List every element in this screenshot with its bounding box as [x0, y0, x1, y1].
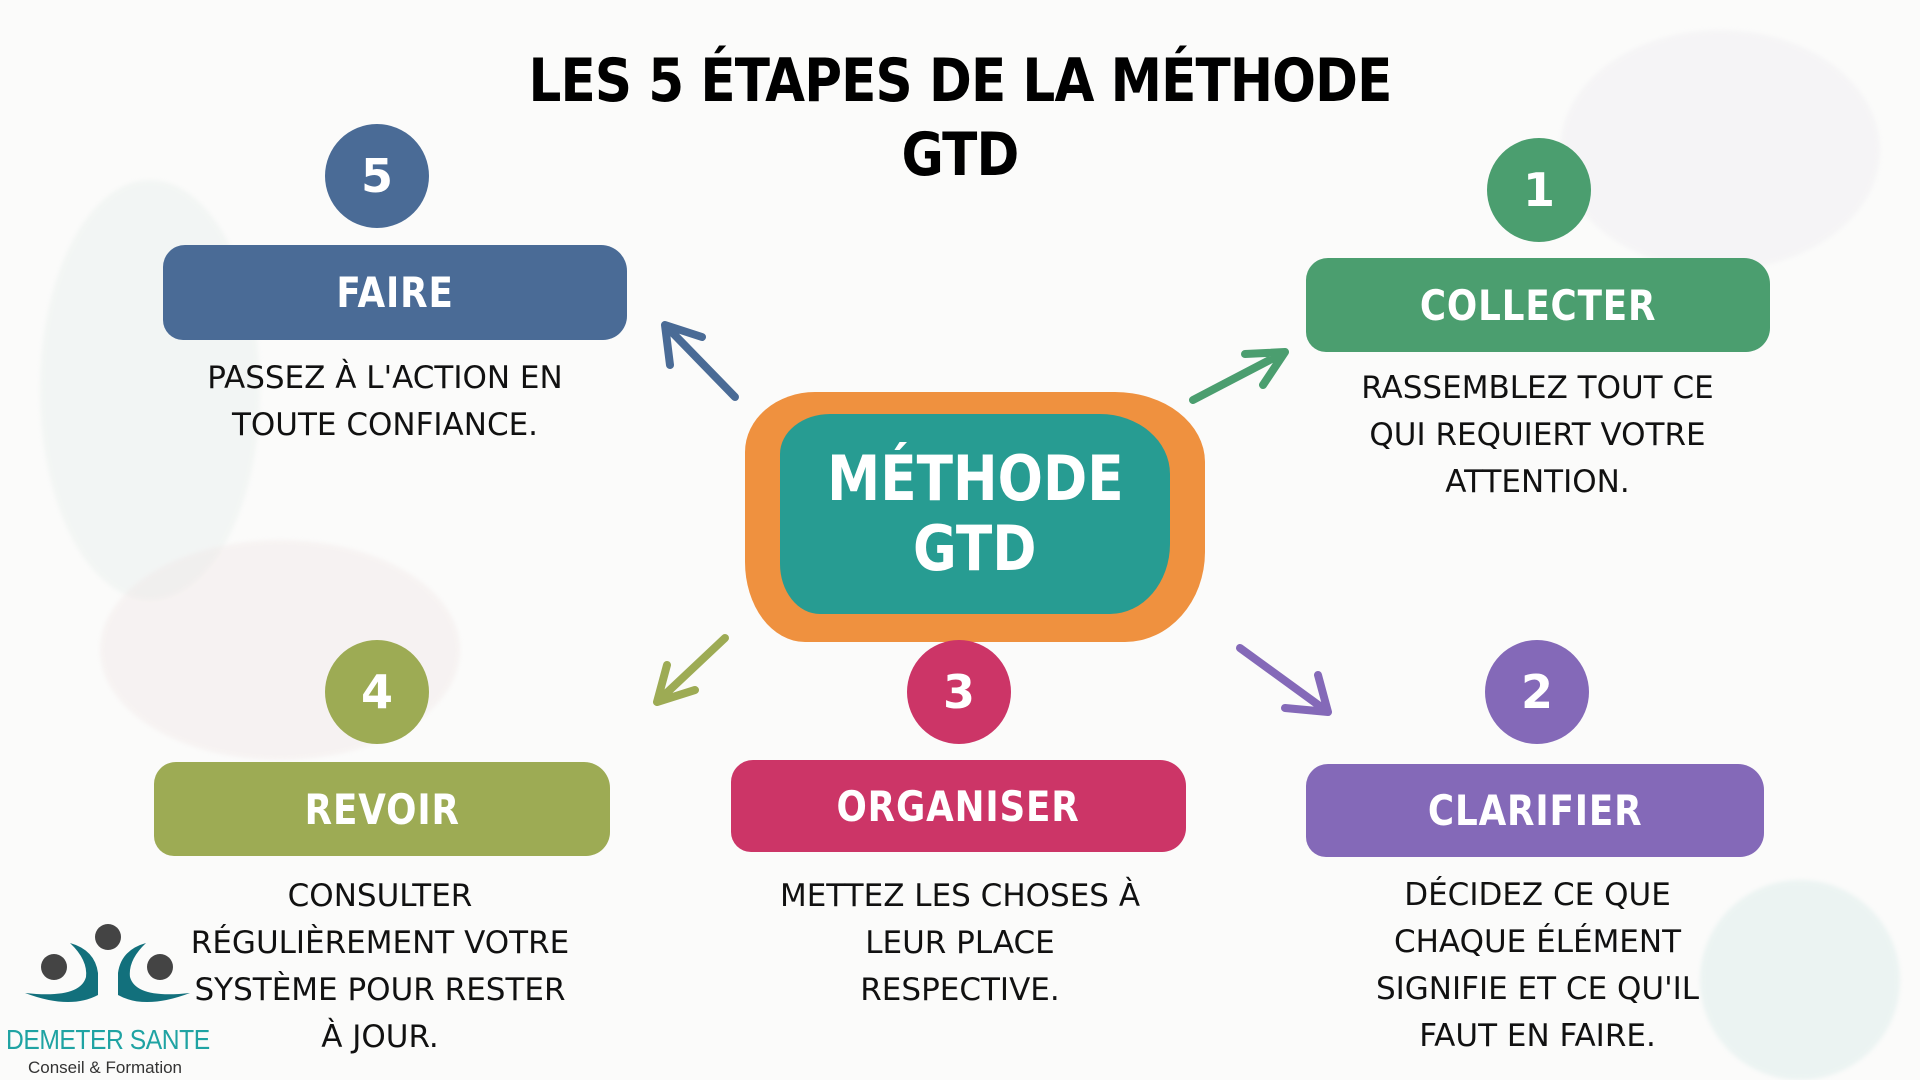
description-line: RASSEMBLEZ TOUT CE — [1361, 370, 1714, 406]
step-2-description: DÉCIDEZ CE QUE CHAQUE ÉLÉMENT SIGNIFIE E… — [1300, 872, 1775, 1060]
background-illustration — [1700, 880, 1900, 1080]
step-5-number-badge: 5 — [325, 124, 429, 228]
description-line: FAUT EN FAIRE. — [1419, 1018, 1656, 1054]
description-line: DÉCIDEZ CE QUE — [1404, 877, 1671, 913]
description-line: ATTENTION. — [1445, 464, 1630, 500]
center-box: MÉTHODE GTD — [780, 414, 1170, 614]
step-3-number-badge: 3 — [907, 640, 1011, 744]
step-2-label: CLARIFIER — [1427, 786, 1643, 835]
description-line: CONSULTER — [287, 878, 473, 914]
background-illustration — [1560, 30, 1880, 270]
step-2-number-badge: 2 — [1485, 640, 1589, 744]
description-line: QUI REQUIERT VOTRE — [1369, 417, 1706, 453]
step-3-banner: ORGANISER — [731, 760, 1186, 852]
step-5-description: PASSEZ À L'ACTION EN TOUTE CONFIANCE. — [150, 355, 620, 449]
description-line: RÉGULIÈREMENT VOTRE — [190, 925, 570, 961]
description-line: SIGNIFIE ET CE QU'IL — [1375, 971, 1700, 1007]
step-4-description: CONSULTER RÉGULIÈREMENT VOTRE SYSTÈME PO… — [140, 873, 620, 1061]
step-2-banner: CLARIFIER — [1306, 764, 1764, 857]
logo-subtitle: Conseil & Formation — [28, 1058, 183, 1077]
step-1-number-badge: 1 — [1487, 138, 1591, 242]
arrow-down-left-icon — [653, 634, 729, 706]
center-title-line-1: MÉTHODE — [826, 442, 1124, 515]
step-1-description: RASSEMBLEZ TOUT CE QUI REQUIERT VOTRE AT… — [1300, 365, 1775, 506]
title-line-1: LES 5 ÉTAPES DE LA MÉTHODE — [528, 46, 1392, 116]
step-3-description: METTEZ LES CHOSES À LEUR PLACE RESPECTIV… — [720, 873, 1200, 1014]
center-title-line-2: GTD — [913, 512, 1037, 585]
demeter-sante-logo-icon — [25, 924, 190, 1003]
description-line: METTEZ LES CHOSES À — [779, 878, 1141, 914]
arrow-up-right-icon — [1189, 348, 1289, 404]
step-4-number-badge: 4 — [325, 640, 429, 744]
step-5-label: FAIRE — [336, 268, 454, 317]
description-line: PASSEZ À L'ACTION EN — [207, 360, 563, 396]
step-5-banner: FAIRE — [163, 245, 627, 340]
page-title: LES 5 ÉTAPES DE LA MÉTHODE GTD — [134, 44, 1785, 192]
logo-name: DEMETER SANTE — [6, 1024, 210, 1055]
description-line: RESPECTIVE. — [860, 972, 1060, 1008]
description-line: À JOUR. — [321, 1019, 439, 1055]
step-4-banner: REVOIR — [154, 762, 610, 856]
step-1-banner: COLLECTER — [1306, 258, 1770, 352]
step-3-label: ORGANISER — [836, 781, 1081, 831]
step-4-label: REVOIR — [304, 784, 460, 834]
description-line: SYSTÈME POUR RESTER — [194, 972, 566, 1008]
arrow-up-left-icon — [661, 321, 739, 401]
step-1-label: COLLECTER — [1419, 280, 1657, 330]
description-line: TOUTE CONFIANCE. — [231, 407, 539, 443]
description-line: LEUR PLACE — [865, 925, 1055, 961]
title-line-2: GTD — [901, 120, 1020, 190]
description-line: CHAQUE ÉLÉMENT — [1393, 924, 1682, 960]
arrow-down-right-icon — [1236, 644, 1332, 716]
